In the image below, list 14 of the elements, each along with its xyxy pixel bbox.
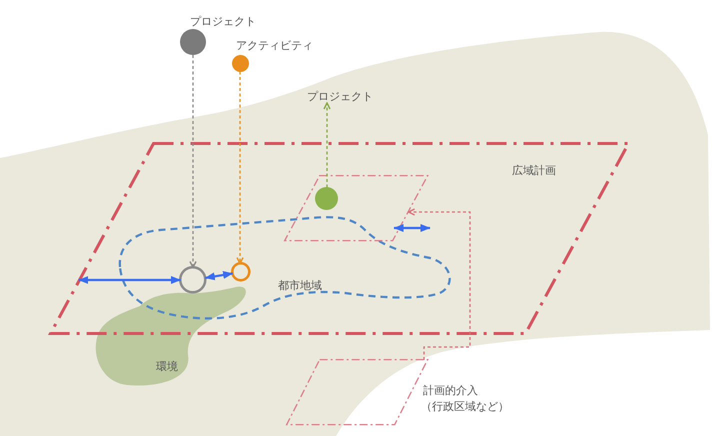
arrow	[189, 55, 197, 268]
arrow	[323, 102, 331, 188]
node-label: 計画的介入	[422, 384, 478, 397]
node-label: （行政区域など）	[420, 400, 509, 413]
node-label: 広域計画	[512, 164, 556, 177]
double-arrow	[204, 271, 234, 280]
arrow	[408, 208, 471, 360]
node-label: 都市地域	[278, 279, 322, 292]
node-label: プロジェクト	[307, 90, 373, 103]
arrow	[236, 72, 244, 264]
node-label: アクティビティ	[236, 39, 313, 52]
node-label: プロジェクト	[190, 15, 256, 28]
node-label: 環境	[156, 360, 178, 373]
double-arrow	[78, 276, 181, 284]
